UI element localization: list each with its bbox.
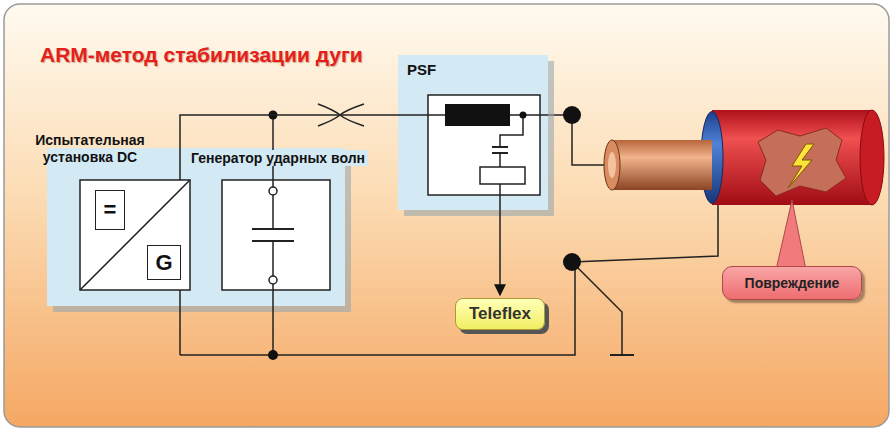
node-sublabel: Генератор ударных волн bbox=[188, 150, 368, 166]
generator-symbol-box: G bbox=[147, 245, 181, 280]
psf-filter-box bbox=[428, 95, 540, 195]
generator-box bbox=[222, 180, 330, 290]
teleflex-callout: Teleflex bbox=[455, 298, 545, 330]
converter-box bbox=[80, 180, 190, 290]
equipment-panel bbox=[47, 148, 345, 306]
background bbox=[4, 4, 889, 427]
wire bbox=[180, 115, 398, 148]
junction-dot bbox=[268, 350, 278, 360]
capacitor-symbol bbox=[252, 187, 294, 284]
terminal bbox=[563, 253, 581, 271]
node-label: Испытательная установка DC bbox=[20, 132, 160, 166]
dc-symbol-box: = bbox=[95, 190, 125, 230]
node-label: = bbox=[104, 197, 117, 222]
psf-circuit bbox=[398, 115, 548, 210]
equipment-panel: Испытательная установка DCГенератор удар… bbox=[47, 148, 345, 306]
terminal bbox=[563, 106, 581, 124]
node-label: Teleflex bbox=[469, 304, 531, 324]
signal-arrow bbox=[499, 210, 501, 295]
diagram-title: ARM-метод стабилизации дуги bbox=[40, 43, 363, 67]
callout-pointer bbox=[776, 200, 806, 270]
node-label: PSF bbox=[407, 61, 436, 78]
inductor-block bbox=[445, 104, 510, 126]
node-label: Повреждение bbox=[745, 275, 840, 291]
junction-dot bbox=[520, 112, 527, 119]
psf-panel bbox=[398, 55, 548, 210]
node-label: G bbox=[155, 250, 172, 275]
converter-diagonal bbox=[80, 180, 190, 290]
cable bbox=[604, 110, 884, 205]
psf-panel: PSF bbox=[398, 55, 548, 210]
damage-callout: Повреждение bbox=[722, 266, 862, 300]
